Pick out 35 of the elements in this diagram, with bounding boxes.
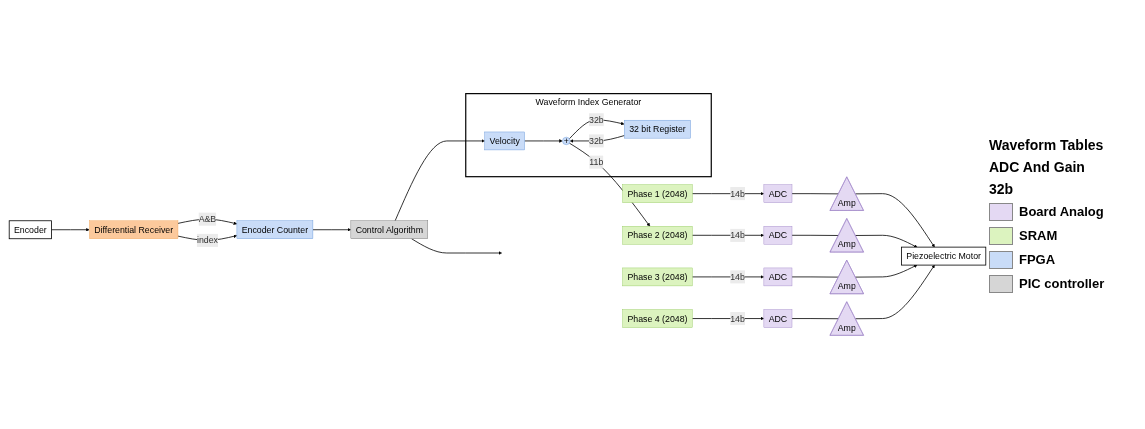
node-box: Differential Receiver: [89, 220, 179, 239]
node-box: Encoder Counter: [236, 220, 314, 239]
node-box: Phase 4 (2048): [622, 309, 693, 328]
label-text: ADC And Gain: [989, 158, 1086, 175]
legend-text: FPGA: [1019, 252, 1056, 267]
legend-text: PIC controller: [1019, 276, 1105, 291]
legend-text: SRAM: [1019, 228, 1058, 243]
node-box: Phase 3 (2048): [622, 267, 693, 287]
connector: [791, 193, 839, 195]
connector: [791, 234, 839, 236]
node-box: Phase 1 (2048): [622, 184, 693, 203]
node-box: 32 bit Register: [624, 120, 691, 139]
node-box: Velocity: [484, 131, 525, 151]
edge-label: A&B: [198, 214, 217, 225]
edge-label: 32b: [589, 135, 604, 146]
edge-label: 14b: [730, 188, 745, 199]
node-box: ADC: [763, 309, 793, 328]
node-box: Control Algorithm: [350, 220, 428, 239]
node-box: ADC: [763, 184, 793, 203]
label-text: 32b: [989, 180, 1015, 197]
edge-label: index: [196, 235, 218, 246]
connector: [791, 318, 839, 320]
edge-label: 11b: [589, 157, 604, 168]
edge-label: 14b: [730, 230, 745, 241]
legend-text: Board Analog: [1019, 204, 1104, 219]
node-box: Phase 2 (2048): [622, 226, 693, 245]
node-box: Encoder: [8, 220, 52, 240]
label-text: Waveform Tables: [989, 136, 1105, 153]
edge-label: 14b: [730, 313, 745, 324]
edge-label: 32b: [589, 114, 604, 125]
node-box: ADC: [763, 226, 793, 245]
node-box: Piezoelectric Motor: [901, 246, 987, 266]
node-box: ADC: [763, 267, 793, 287]
edge-label: 14b: [730, 271, 745, 282]
node-circle: +: [562, 137, 571, 145]
